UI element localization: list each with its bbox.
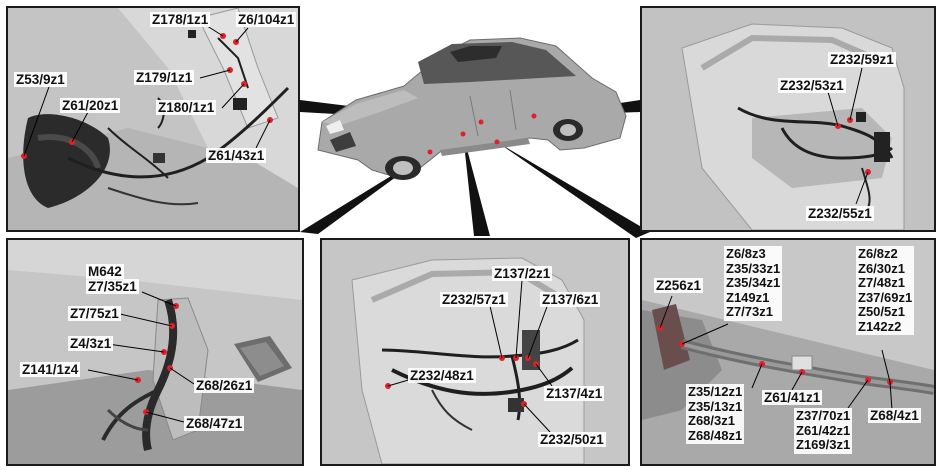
label-z179-1z1: Z179/1z1 xyxy=(134,70,195,85)
panel-footwell: M642 Z7/35z1 Z7/75z1 Z4/3z1 Z141/1z4 Z68… xyxy=(6,238,304,466)
label-z232-50z1: Z232/50z1 xyxy=(538,432,606,447)
label-z137-6z1: Z137/6z1 xyxy=(540,292,601,307)
label-z7-75z1: Z7/75z1 xyxy=(68,306,121,321)
label-z61-41z1: Z61/41z1 xyxy=(762,390,823,405)
label-z232-59z1: Z232/59z1 xyxy=(828,52,896,67)
label-z232-55z1: Z232/55z1 xyxy=(806,206,874,221)
label-z7-35z1: Z7/35z1 xyxy=(86,279,139,294)
front-door-drawing xyxy=(322,240,628,464)
label-z232-48z1: Z232/48z1 xyxy=(408,368,476,383)
footwell-drawing xyxy=(8,240,302,464)
panel-rear-door: Z232/59z1 Z232/53z1 Z232/55z1 xyxy=(640,6,936,232)
label-m642: M642 xyxy=(86,264,124,280)
label-stack-c: Z35/12z1 Z35/13z1 Z68/3z1 Z68/48z1 xyxy=(686,384,745,444)
label-z68-47z1: Z68/47z1 xyxy=(184,416,245,431)
wedge-top-left xyxy=(300,100,478,122)
label-z53-9z1: Z53/9z1 xyxy=(14,72,67,87)
label-z61-43z1: Z61/43z1 xyxy=(206,148,267,163)
label-z137-4z1: Z137/4z1 xyxy=(544,386,605,401)
wedge-bottom-left xyxy=(300,152,430,234)
label-z68-4z1: Z68/4z1 xyxy=(868,408,921,423)
label-stack-d: Z37/70z1 Z61/42z1 Z169/3z1 xyxy=(794,408,853,454)
label-z137-2z1: Z137/2z1 xyxy=(492,266,553,281)
panel-front-door: Z137/2z1 Z232/57z1 Z137/6z1 Z232/48z1 Z1… xyxy=(320,238,630,466)
rear-door-drawing xyxy=(642,8,934,230)
seat-drawing xyxy=(8,8,298,230)
label-z4-3z1: Z4/3z1 xyxy=(68,336,114,351)
wedge-top-right xyxy=(534,100,640,116)
label-z180-1z1: Z180/1z1 xyxy=(156,100,217,115)
label-z256z1: Z256z1 xyxy=(654,278,704,293)
label-z232-57z1: Z232/57z1 xyxy=(440,292,508,307)
label-z178-1z1: Z178/1z1 xyxy=(150,12,211,27)
wedge-bottom-right xyxy=(497,142,650,238)
label-stack-b: Z6/8z2 Z6/30z1 Z7/48z1 Z37/69z1 Z50/5z1 … xyxy=(856,246,915,335)
label-z68-26z1: Z68/26z1 xyxy=(194,378,255,393)
wedge-bottom-center xyxy=(463,134,490,236)
panel-seat-area: Z178/1z1 Z6/104z1 Z53/9z1 Z179/1z1 Z61/2… xyxy=(6,6,300,232)
label-z6-104z1: Z6/104z1 xyxy=(236,12,297,27)
label-z141-1z4: Z141/1z4 xyxy=(20,362,81,377)
panel-rear-floor: Z256z1 Z61/41z1 Z68/4z1 Z6/8z3 Z35/33z1 … xyxy=(640,238,936,466)
label-stack-a: Z6/8z3 Z35/33z1 Z35/34z1 Z149z1 Z7/73z1 xyxy=(724,246,783,321)
car-illustration xyxy=(317,37,627,180)
label-z61-20z1: Z61/20z1 xyxy=(60,98,121,113)
label-z232-53z1: Z232/53z1 xyxy=(778,78,846,93)
